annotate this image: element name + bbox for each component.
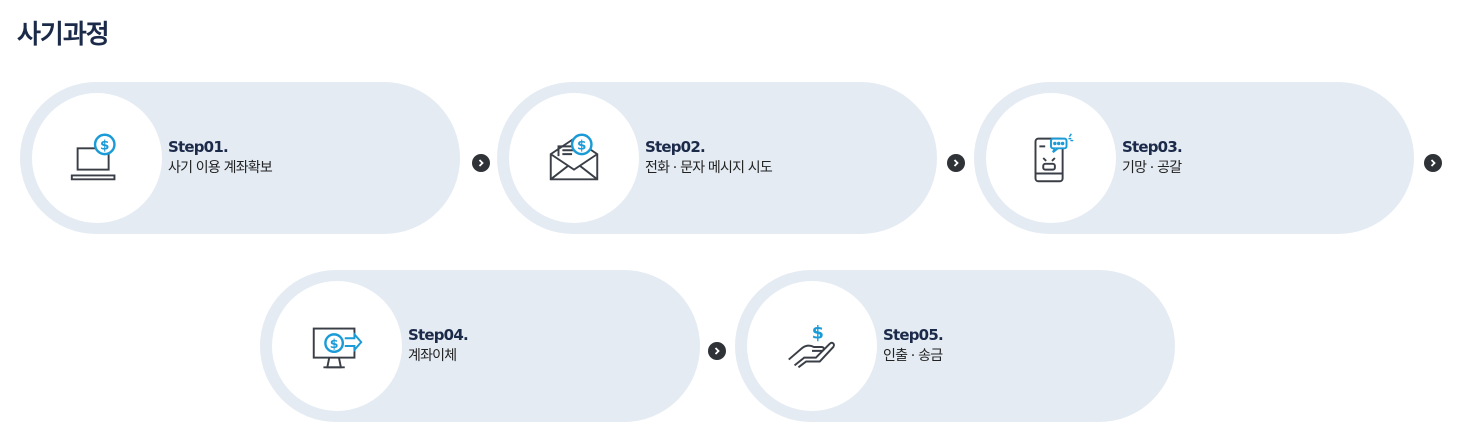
step-label: 전화 · 문자 메시지 시도 xyxy=(645,160,773,176)
step-card-2: $ Step02. 전화 · 문자 메시지 시도 xyxy=(497,82,937,234)
step-card-1: $ Step01. 사기 이용 계좌확보 xyxy=(20,82,460,234)
step-number: Step01. xyxy=(168,138,229,156)
next-arrow-icon xyxy=(472,154,490,172)
step-label: 계좌이체 xyxy=(408,348,457,364)
step-label: 인출 · 송금 xyxy=(883,348,943,364)
step-number: Step03. xyxy=(1122,138,1183,156)
svg-text:$: $ xyxy=(330,336,339,351)
monitor-transfer-icon: $ xyxy=(312,327,363,369)
step-card-3: Step03. 기망 · 공갈 xyxy=(974,82,1414,234)
svg-text:$: $ xyxy=(100,137,109,153)
laptop-dollar-icon: $ xyxy=(70,133,116,181)
next-arrow-icon xyxy=(1424,154,1442,172)
phone-chat-icon xyxy=(1034,133,1074,183)
step-icon-circle: $ xyxy=(32,93,162,223)
step-label: 사기 이용 계좌확보 xyxy=(168,160,273,176)
svg-text:$: $ xyxy=(577,137,586,153)
next-arrow-icon xyxy=(947,154,965,172)
step-number: Step02. xyxy=(645,138,706,156)
step-card-5: $ Step05. 인출 · 송금 xyxy=(735,270,1175,422)
page-title: 사기과정 xyxy=(17,20,110,50)
step-icon-circle: $ xyxy=(747,281,877,411)
step-icon-circle xyxy=(986,93,1116,223)
step-icon-circle: $ xyxy=(509,93,639,223)
next-arrow-icon xyxy=(708,342,726,360)
step-number: Step04. xyxy=(408,326,469,344)
hand-dollar-icon: $ xyxy=(788,323,835,369)
step-card-4: $ Step04. 계좌이체 xyxy=(260,270,700,422)
step-number: Step05. xyxy=(883,326,944,344)
step-icon-circle: $ xyxy=(272,281,402,411)
step-label: 기망 · 공갈 xyxy=(1122,160,1182,176)
envelope-dollar-icon: $ xyxy=(549,133,599,181)
svg-text:$: $ xyxy=(812,323,824,343)
